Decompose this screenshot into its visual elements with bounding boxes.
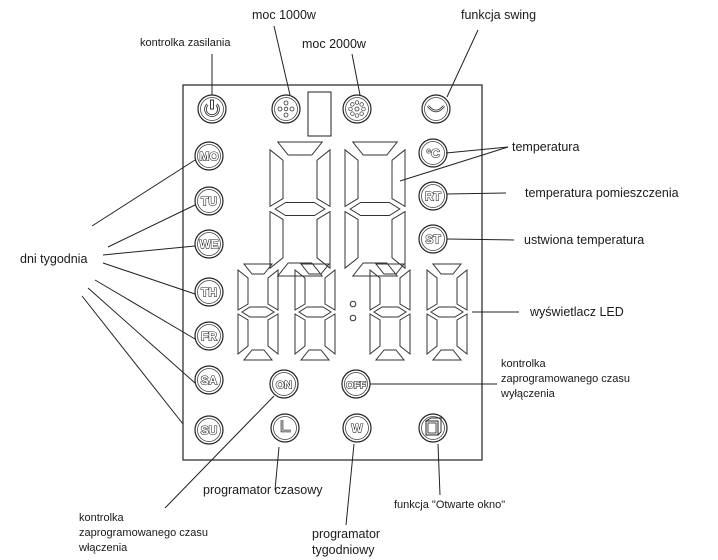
temp-digit-2	[344, 141, 406, 277]
label-moc-1000: moc 1000w	[252, 8, 317, 22]
celsius-label: °C	[426, 147, 440, 161]
day-button-su: SU	[194, 415, 224, 445]
set-temp-label: ST	[425, 233, 441, 247]
time-digit-1	[237, 263, 279, 361]
day-label-sa: SA	[201, 374, 218, 388]
label-temperatura-pomieszczenia: temperatura pomieszczenia	[525, 186, 679, 200]
on-button: ON	[269, 369, 299, 399]
temp-digit-1	[269, 141, 331, 277]
open-window-icon	[418, 413, 448, 443]
label-kontrolka-wylaczenia-3: wyłączenia	[500, 388, 556, 400]
celsius-button: °C	[418, 138, 448, 168]
label-kontrolka-zasilania: kontrolka zasilania	[140, 37, 231, 49]
colon-dot-bottom	[349, 314, 357, 322]
label-programator-czasowy: programator czasowy	[203, 483, 323, 497]
time-digit-3	[369, 263, 411, 361]
label-programator-tygodniowy-1: programator	[312, 527, 380, 541]
set-temp-button: ST	[418, 224, 448, 254]
label-kontrolka-wlaczenia-2: zaprogramowanego czasu	[79, 527, 208, 539]
day-button-mo: MO	[194, 141, 224, 171]
swing-icon	[421, 94, 451, 124]
label-funkcja-okno: funkcja "Otwarte okno"	[394, 499, 505, 511]
day-label-tu: TU	[201, 195, 217, 209]
weekly-button: W	[342, 413, 372, 443]
day-label-we: WE	[199, 238, 218, 252]
day-button-tu: TU	[194, 186, 224, 216]
panel-frame	[182, 84, 483, 461]
off-button: OFF	[341, 369, 371, 399]
fan-1000w-icon	[271, 94, 301, 124]
time-digit-2	[294, 263, 336, 361]
day-label-fr: FR	[201, 330, 217, 344]
label-wyswietlacz-led: wyświetlacz LED	[529, 305, 624, 319]
label-funkcja-swing: funkcja swing	[461, 8, 536, 22]
off-label: OFF	[346, 381, 366, 392]
time-digit-4	[426, 263, 468, 361]
on-label: ON	[276, 380, 293, 392]
indicator-rect	[307, 91, 332, 137]
time-display	[237, 263, 468, 361]
power-icon	[197, 94, 227, 124]
label-kontrolka-wlaczenia-3: włączenia	[78, 542, 128, 554]
label-programator-tygodniowy-2: tygodniowy	[312, 543, 375, 557]
label-kontrolka-wylaczenia-2: zaprogramowanego czasu	[501, 373, 630, 385]
room-temp-button: RT	[418, 181, 448, 211]
colon-dot-top	[349, 300, 357, 308]
day-button-th: TH	[194, 277, 224, 307]
temperature-display	[269, 141, 406, 277]
day-label-mo: MO	[199, 150, 218, 164]
day-button-fr: FR	[194, 321, 224, 351]
label-dni-tygodnia: dni tygodnia	[20, 252, 87, 266]
weekly-label: W	[351, 422, 363, 436]
room-temp-label: RT	[425, 190, 442, 204]
fan-2000w-icon	[342, 94, 372, 124]
label-kontrolka-wylaczenia-1: kontrolka	[501, 358, 547, 370]
day-button-sa: SA	[194, 365, 224, 395]
day-label-th: TH	[201, 286, 217, 300]
label-ustawiona-temperatura: ustwiona temperatura	[524, 233, 644, 247]
label-moc-2000: moc 2000w	[302, 37, 367, 51]
leader-lines	[81, 25, 519, 526]
label-kontrolka-wlaczenia-1: kontrolka	[79, 512, 125, 524]
day-button-we: WE	[194, 229, 224, 259]
day-label-su: SU	[201, 424, 218, 438]
day-buttons: MO TU WE TH FR SA SU	[194, 141, 224, 445]
label-temperatura: temperatura	[512, 140, 579, 154]
clock-icon	[270, 413, 300, 443]
